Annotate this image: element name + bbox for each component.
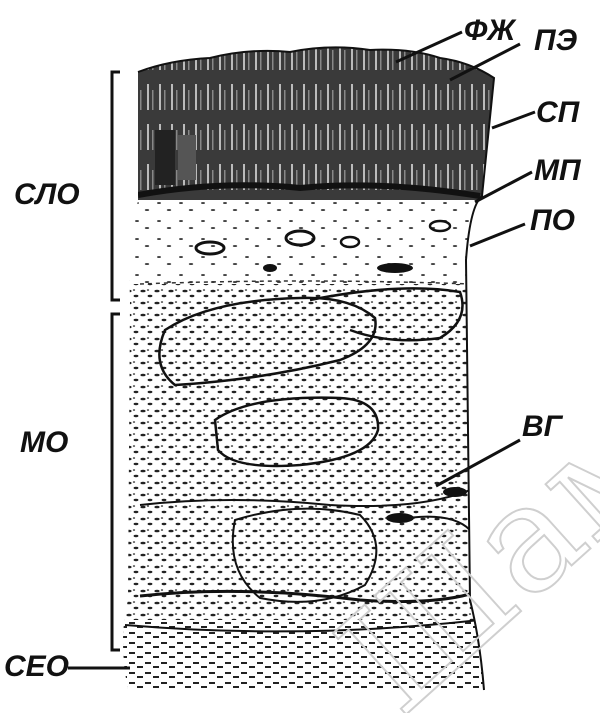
label-mp: МП bbox=[534, 154, 582, 187]
leader-po bbox=[470, 224, 525, 246]
label-mo: МО bbox=[20, 426, 68, 459]
bracket-mo bbox=[112, 314, 120, 650]
label-fzh: ФЖ bbox=[464, 14, 517, 47]
lamina-propria bbox=[100, 192, 520, 284]
leader-sp bbox=[492, 112, 535, 128]
label-seo: СЕО bbox=[4, 650, 69, 683]
bracket-slo bbox=[112, 72, 120, 300]
label-po: ПО bbox=[530, 204, 575, 237]
label-sp: СП bbox=[536, 96, 581, 129]
label-pe: ПЭ bbox=[534, 24, 578, 57]
label-slo: СЛО bbox=[14, 178, 80, 211]
